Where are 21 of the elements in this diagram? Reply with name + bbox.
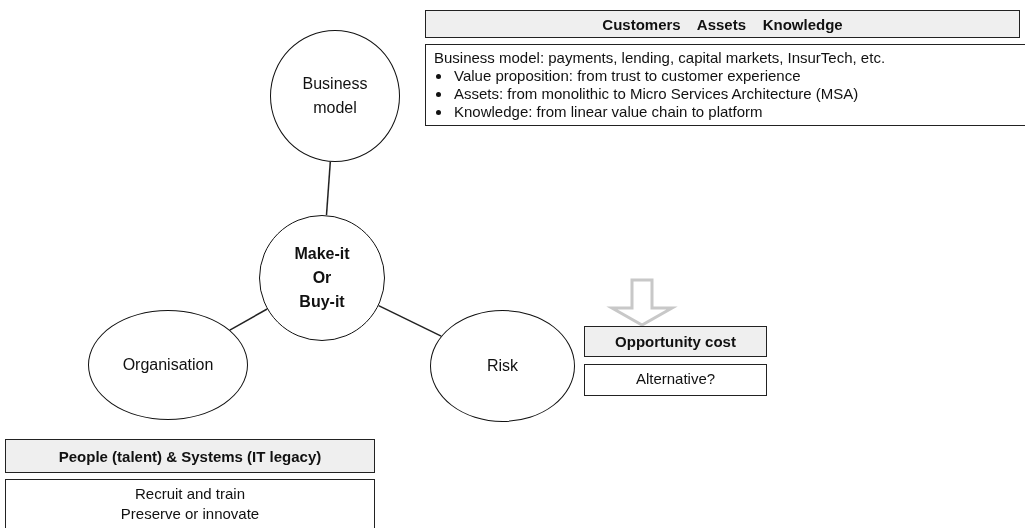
header-box: Opportunity cost [584, 326, 767, 357]
box-text: Business model: payments, lending, capital markets, InsurTech, etc. [434, 49, 887, 67]
circle-node: Business model [270, 30, 400, 162]
connector-line [377, 304, 442, 337]
circle-node: Organisation [88, 310, 248, 420]
circle-node: Make-it Or Buy-it [259, 215, 385, 341]
bullet-item: Value proposition: from trust to customer experience [454, 67, 801, 85]
header-box: People (talent) & Systems (IT legacy) [5, 439, 375, 473]
text-box [425, 44, 1025, 126]
box-text: Recruit and train [134, 484, 246, 504]
circle-node: Risk [430, 310, 575, 422]
box-text: Preserve or innovate [120, 504, 260, 524]
text-box [584, 364, 767, 396]
bullet-item: Assets: from monolithic to Micro Services Architecture (MSA) [454, 85, 859, 103]
connector-line [229, 308, 268, 331]
connector-line [325, 161, 332, 216]
block-arrow [606, 278, 678, 327]
header-box: Customers Assets Knowledge [425, 10, 1020, 38]
bullet-item: Knowledge: from linear value chain to platform [454, 103, 763, 121]
text-box [5, 479, 375, 528]
box-text: Alternative? [635, 369, 716, 389]
